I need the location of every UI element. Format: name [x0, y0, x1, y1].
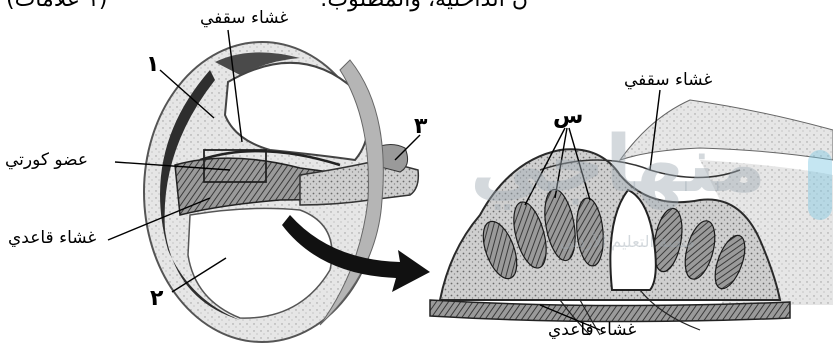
label-tectorial-membrane-right: غشاء سقفي	[624, 70, 712, 90]
watermark-subtitle: منصة التعليم الأردني	[560, 232, 695, 251]
label-number-2: ٢	[150, 286, 163, 311]
cochlea-cross-section	[144, 42, 430, 342]
watermark-accent-shape	[808, 150, 832, 220]
label-basilar-membrane-left: غشاء قاعدي	[8, 228, 96, 248]
label-number-3: ٣	[414, 114, 427, 139]
label-organ-of-corti: عضو كورتي	[5, 150, 88, 170]
watermark-logo: منهاجي	[470, 120, 766, 210]
header-text-left: (١ علامات)	[6, 0, 107, 12]
header-text-right: ن الداخلية، والمطلوب:	[320, 0, 528, 12]
label-number-1: ١	[146, 52, 159, 77]
label-basilar-membrane-right: غشاء قاعدي	[548, 320, 636, 340]
label-s: س	[553, 104, 583, 129]
label-tectorial-membrane-left: غشاء سقفي	[200, 8, 288, 28]
